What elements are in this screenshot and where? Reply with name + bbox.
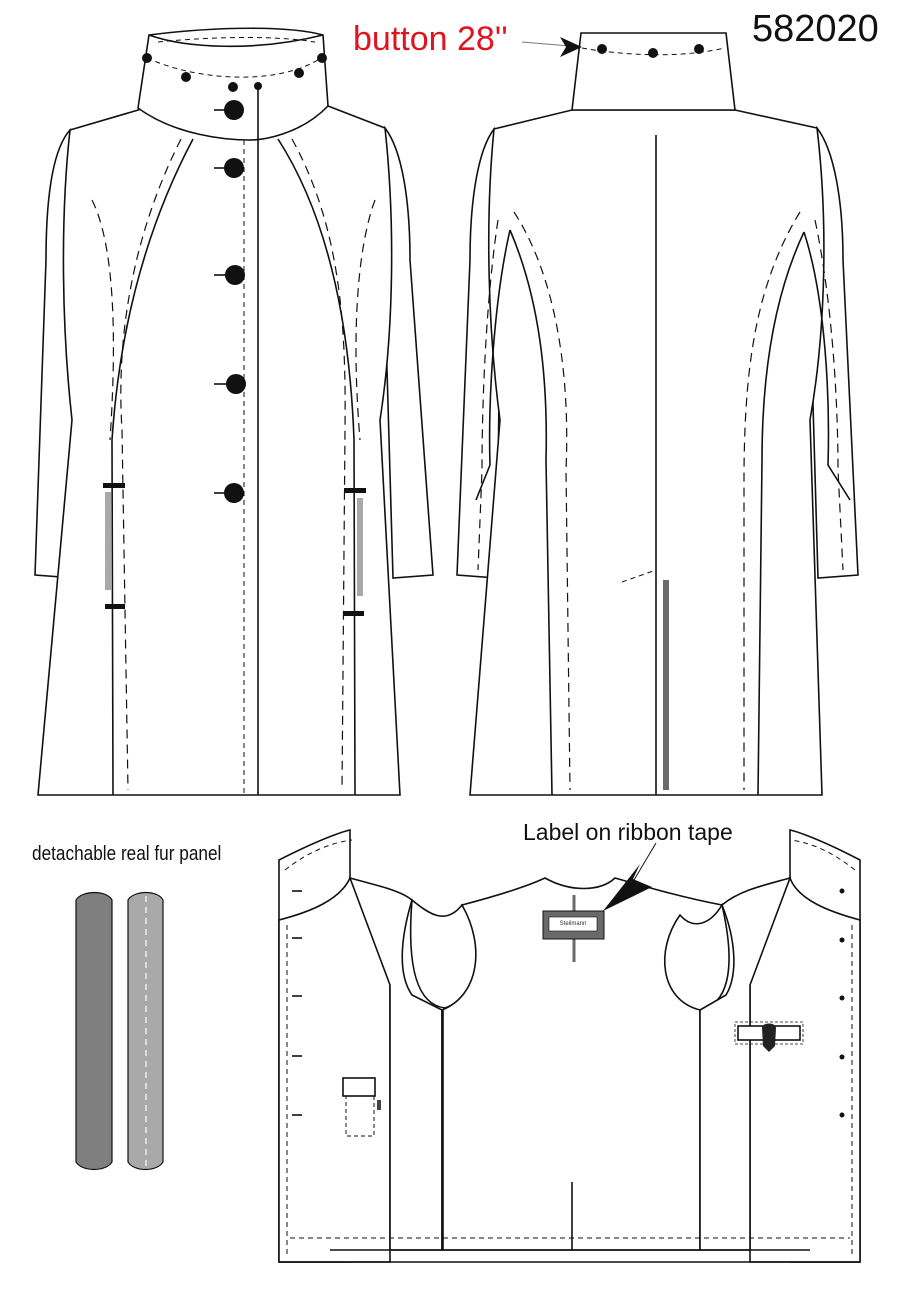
fur-panel-dark [75, 891, 113, 1171]
back-left-seam-stitch [513, 211, 571, 791]
back-left-seam [509, 229, 553, 796]
inside-pocket-bag [345, 1095, 375, 1137]
inside-back-lining [441, 877, 724, 1251]
collar-button [254, 82, 262, 90]
inside-pocket-zip [377, 1100, 381, 1110]
front-left-seam-stitch [120, 138, 182, 791]
inside-pocket-flap [342, 1077, 376, 1097]
collar-button [181, 72, 191, 82]
label-pointer-arrow [603, 864, 652, 911]
button-dot [839, 888, 845, 894]
front-body [37, 105, 401, 796]
front-button [225, 265, 245, 285]
front-right-sleeve [384, 125, 434, 579]
collar-button [317, 53, 327, 63]
fur-panel-pair [75, 891, 164, 1171]
facing-button-dots [839, 888, 845, 1118]
inside-right-shoulder-stitch [789, 839, 856, 871]
front-right-panel-stitch [355, 199, 376, 441]
arrow-head [560, 37, 582, 57]
inside-ring-tab [734, 1021, 804, 1052]
inside-right-armhole [663, 902, 730, 1011]
pocket-tab [344, 488, 366, 493]
collar-button [142, 53, 152, 63]
back-collar-button [648, 48, 658, 58]
front-left-panel-stitch [91, 199, 114, 441]
back-right-sleeve-inner [803, 231, 851, 501]
button-dot [839, 1054, 845, 1060]
ribbon-label-note: Label on ribbon tape [523, 819, 733, 845]
button-dot [839, 937, 845, 943]
front-view [34, 27, 434, 796]
back-body [469, 109, 825, 796]
collar-button [294, 68, 304, 78]
button-dot [839, 1112, 845, 1118]
inside-view [278, 829, 861, 1263]
inside-right-lining [699, 876, 792, 1251]
front-collar-stitch [146, 57, 322, 78]
pocket-tab [105, 604, 125, 609]
front-right-seam-stitch [291, 138, 346, 791]
front-collar-topstitch [157, 37, 316, 43]
label-pointer-line [633, 842, 657, 881]
ring-icon [762, 1023, 776, 1052]
button-note: button 28'' [353, 20, 508, 58]
front-collar-inner [148, 34, 324, 48]
button-dot [839, 995, 845, 1001]
front-left-pocket-panel [105, 492, 111, 590]
inside-pocket [342, 1077, 381, 1137]
front-button [224, 100, 244, 120]
arrow-line [521, 41, 571, 47]
label-patch-text: Steilmann [559, 921, 587, 927]
inside-left-lining [348, 876, 443, 1251]
pocket-tab [344, 611, 364, 616]
back-right-seam-stitch [743, 211, 801, 790]
back-view [456, 32, 859, 796]
back-collar [571, 32, 736, 111]
front-button [226, 374, 246, 394]
front-button [224, 483, 244, 503]
front-right-pocket-panel [357, 498, 363, 596]
front-left-princess-seam [111, 138, 194, 796]
back-right-seam [757, 231, 805, 796]
pocket-tab [103, 483, 125, 488]
back-left-sleeve-stitch [477, 219, 499, 571]
style-number: 582020 [752, 8, 879, 50]
back-left-sleeve-inner [475, 229, 511, 501]
collar-button [228, 82, 238, 92]
facing-buttonholes [292, 890, 302, 1116]
fur-panel-note: detachable real fur panel [32, 843, 222, 865]
front-right-princess-seam [277, 138, 356, 796]
back-vent-mark [621, 569, 657, 583]
back-right-sleeve-stitch [814, 219, 844, 571]
label-patch-inner [548, 916, 598, 932]
back-vent-accent [663, 580, 669, 790]
button-note-arrow [521, 37, 582, 57]
back-collar-button [597, 44, 607, 54]
back-collar-button [694, 44, 704, 54]
front-buttons [214, 100, 246, 503]
front-button [224, 158, 244, 178]
